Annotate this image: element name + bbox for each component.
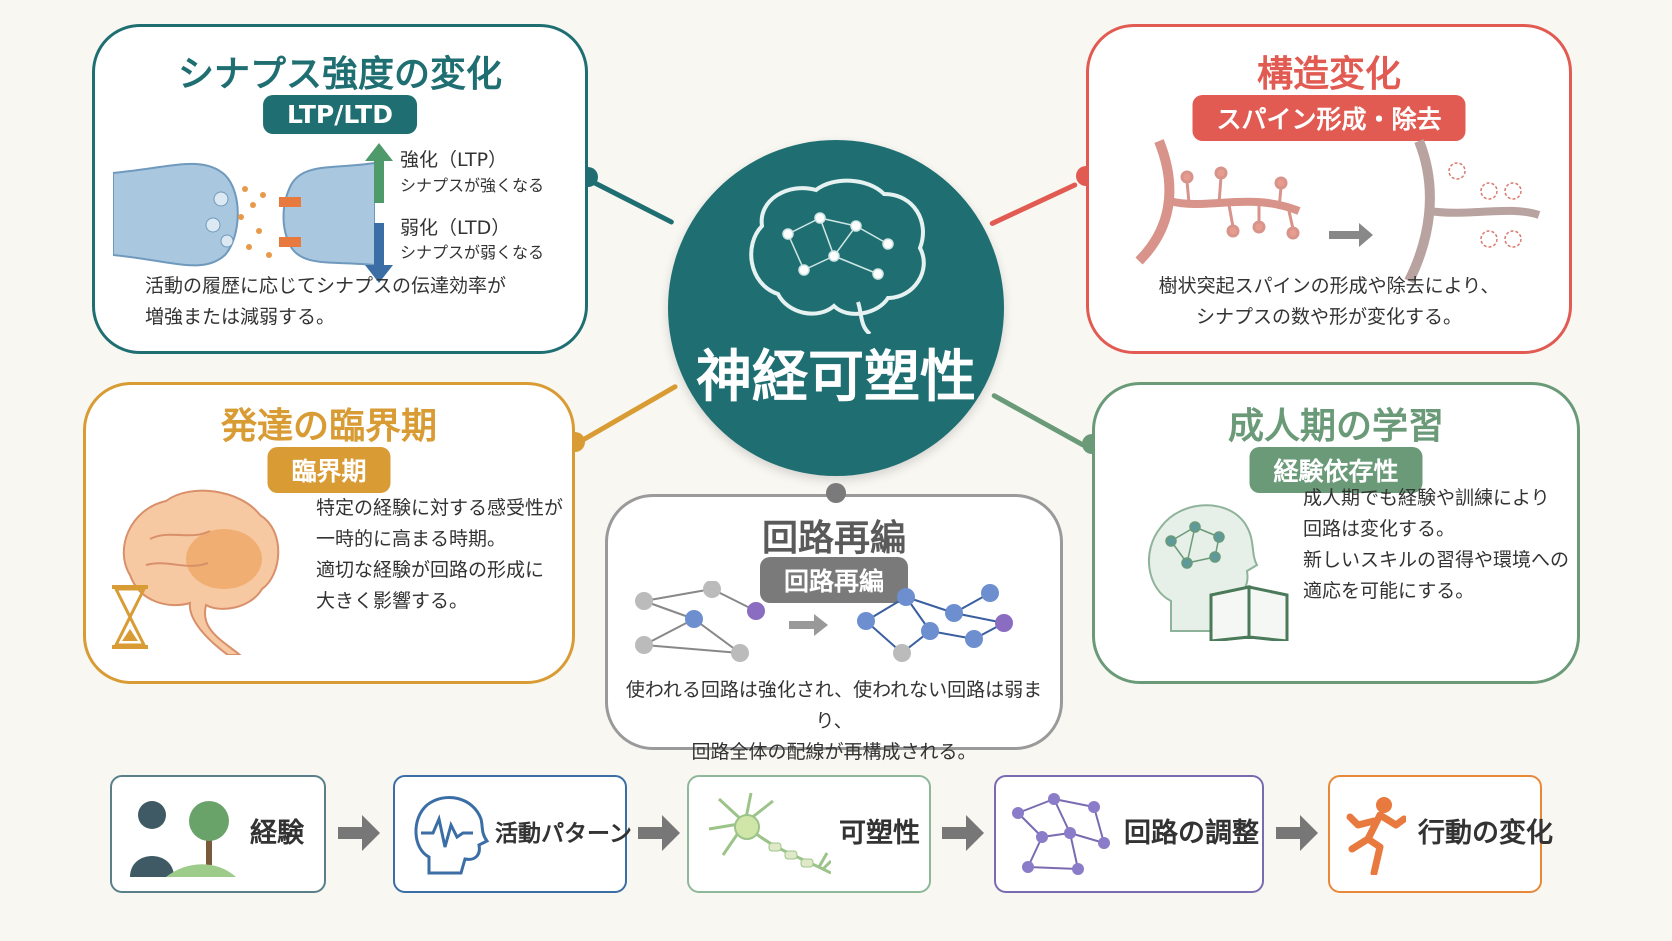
flow-label: 経験	[250, 818, 304, 849]
card-tag: スパイン形成・除去	[1192, 95, 1466, 141]
arrow-right-icon	[1276, 815, 1318, 851]
connector-structure	[988, 181, 1079, 227]
arrow-right-icon	[338, 815, 380, 851]
connector-critical	[573, 383, 679, 447]
card-tag: 回路再編	[759, 557, 909, 603]
flow-step-plasticity: 可塑性	[687, 775, 931, 893]
flow-label: 行動の変化	[1418, 818, 1553, 849]
flow-step-behavior-change: 行動の変化	[1328, 775, 1553, 893]
ltp-label: 強化（LTP）	[400, 149, 508, 171]
card-structural-change: 構造変化 スパイン形成・除去 樹状突起スパインの形成や除去により、 シナプスの数…	[1086, 24, 1572, 354]
synapse-illustration	[113, 161, 375, 267]
card-tag: LTP/LTD	[263, 95, 417, 134]
running-person-icon	[1346, 797, 1406, 875]
hourglass-icon	[112, 585, 148, 649]
flow-label: 可塑性	[839, 818, 920, 849]
head-learning-icon	[1147, 504, 1289, 641]
arrow-right-icon	[942, 815, 984, 851]
arrow-right-icon	[638, 815, 680, 851]
card-adult-learning: 成人期の学習 経験依存性 成人期でも経験や訓練により 回路は変化する。 新しいス…	[1092, 382, 1580, 684]
card-title: 構造変化	[1256, 54, 1401, 95]
flow-step-circuit-adjustment: 回路の調整	[994, 775, 1264, 893]
neuron-icon	[708, 792, 831, 875]
down-arrow-icon	[365, 223, 393, 283]
flow-step-experience: 経験	[110, 775, 326, 893]
circuit-rewiring-illustration	[635, 581, 1013, 662]
card-title: 回路再編	[761, 518, 906, 559]
card-tag: 臨界期	[267, 447, 391, 493]
network-icon	[1012, 793, 1110, 875]
card-tag: 経験依存性	[1249, 447, 1423, 493]
card-title: 発達の臨界期	[220, 406, 437, 447]
flow-step-activity-pattern: 活動パターン	[393, 775, 632, 893]
head-wave-icon	[414, 796, 490, 875]
flow-label: 回路の調整	[1124, 818, 1259, 849]
central-hub: 神経可塑性	[668, 140, 1004, 476]
connector-adult	[990, 392, 1086, 449]
card-text: 使われる回路は強化され、使われない回路は弱まり、 回路全体の配線が再構成される。	[625, 679, 1043, 763]
card-text: 活動の履歴に応じてシナプスの伝達効率が 増強または減弱する。	[145, 275, 507, 328]
ltd-desc: シナプスが弱くなる	[400, 243, 545, 262]
dendrite-spine-illustration	[1135, 139, 1541, 284]
card-title: シナプス強度の変化	[177, 54, 502, 95]
card-circuit-rewiring: 回路再編 回路再編 使われる回路は強化され、使われない回路は弱まり、 回路全体の…	[605, 494, 1063, 763]
connector-dot-rewire	[826, 483, 846, 503]
ltd-label: 弱化（LTD）	[400, 217, 511, 239]
card-text: 樹状突起スパインの形成や除去により、 シナプスの数や形が変化する。	[1158, 275, 1500, 328]
flow-label: 活動パターン	[495, 821, 632, 847]
brain-illustration	[122, 489, 280, 655]
central-title: 神経可塑性	[696, 345, 976, 410]
ltp-desc: シナプスが強くなる	[400, 176, 545, 195]
person-tree-icon	[130, 801, 236, 877]
card-text: 特定の経験に対する感受性が 一時的に高まる時期。 適切な経験が回路の形成に 大き…	[316, 497, 564, 612]
card-synapse-strength: シナプス強度の変化 LTP/LTD 強化（LTP） シナプスが強くなる 弱化（L…	[92, 24, 588, 354]
connector-synapse	[586, 177, 675, 226]
card-critical-period: 発達の臨界期 臨界期 特定の経験に対する感受性が 一時的に高まる時期。 適切な経…	[83, 382, 575, 684]
up-arrow-icon	[365, 143, 393, 203]
brain-network-icon	[749, 178, 926, 334]
card-title: 成人期の学習	[1227, 406, 1444, 447]
card-text: 成人期でも経験や訓練により 回路は変化する。 新しいスキルの習得や環境への 適応…	[1303, 487, 1570, 602]
